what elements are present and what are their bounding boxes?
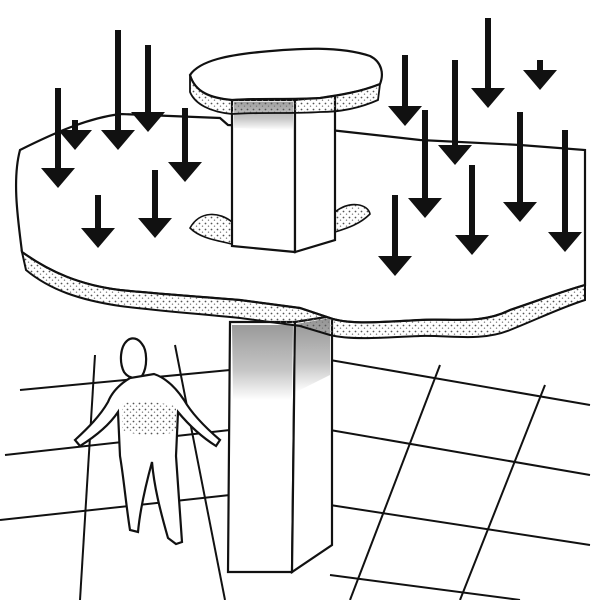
column-lower <box>228 316 332 572</box>
load-arrow-head <box>523 70 557 90</box>
grid-line <box>330 505 590 545</box>
load-arrow <box>101 30 135 150</box>
grid-line <box>175 345 225 600</box>
person-shirt-shading <box>122 402 176 435</box>
person-head <box>121 338 146 378</box>
person-figure <box>75 338 220 544</box>
grid-line <box>330 430 590 475</box>
grid-line <box>80 355 95 600</box>
load-arrow <box>388 55 422 126</box>
load-arrow <box>471 18 505 108</box>
load-arrow-head <box>388 106 422 126</box>
grid-line <box>460 385 545 600</box>
load-arrow-head <box>471 88 505 108</box>
grid-line <box>330 360 590 405</box>
load-arrow <box>438 60 472 165</box>
grid-line <box>0 495 230 520</box>
grid-line <box>350 365 440 600</box>
upper-slab-fragment <box>190 49 382 114</box>
load-arrow <box>523 60 557 90</box>
